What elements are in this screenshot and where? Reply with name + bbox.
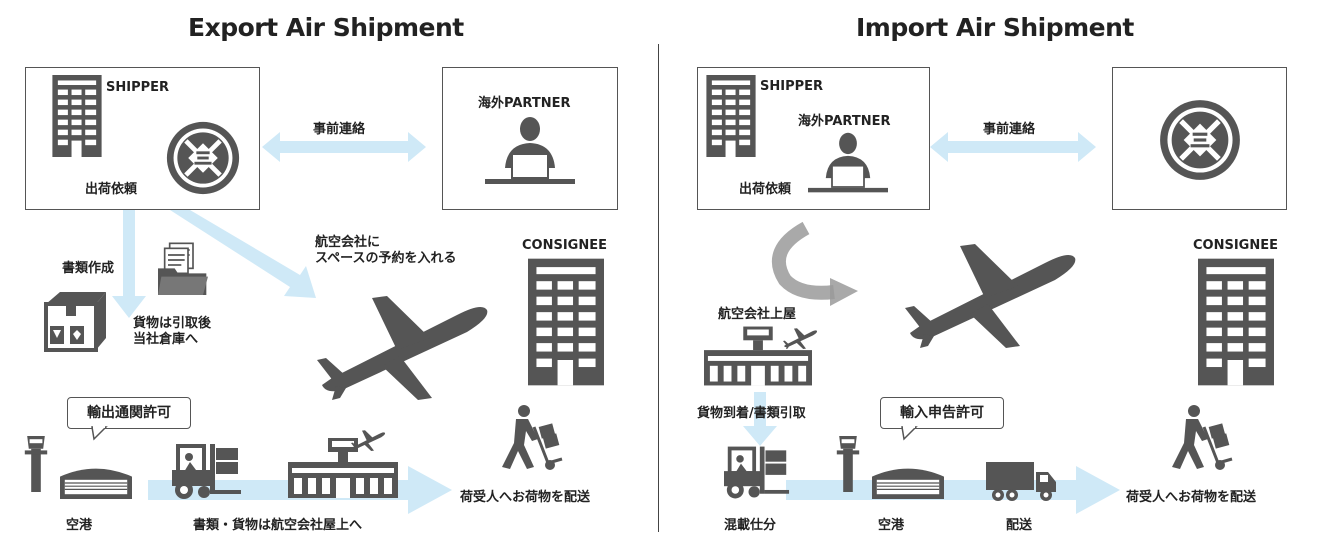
import-callout-tail: [901, 426, 918, 441]
export-docs-cargo: 書類・貨物は航空会社屋上へ: [193, 518, 363, 533]
import-title: Import Air Shipment: [856, 13, 1134, 42]
export-consignee-label: CONSIGNEE: [522, 238, 607, 253]
export-customs-callout: 輸出通関許可: [67, 397, 191, 429]
export-partner-label: 海外PARTNER: [478, 96, 571, 111]
export-documents: 書類作成: [62, 261, 115, 276]
import-arrival-docs: 貨物到着/書類引取: [697, 406, 806, 421]
import-person-at-desk-icon: [808, 131, 888, 194]
import-forklift-icon: [724, 446, 790, 500]
import-company-logo-icon: [1158, 98, 1242, 182]
export-advance-contact: 事前連絡: [313, 122, 366, 137]
import-partner-label: 海外PARTNER: [798, 114, 891, 129]
export-order-request: 出荷依頼: [85, 182, 138, 197]
callout-tail: [91, 426, 108, 441]
export-shipper-label: SHIPPER: [106, 80, 170, 95]
import-airplane-icon: [905, 244, 1076, 348]
import-consignee-building-icon: [1198, 258, 1274, 386]
export-double-arrow: [262, 132, 426, 162]
import-delivery-man-icon: [1170, 405, 1234, 471]
import-shipper-label: SHIPPER: [760, 79, 824, 94]
import-delivery-label: 配送: [1006, 518, 1033, 533]
export-title: Export Air Shipment: [188, 13, 464, 42]
to-plane-arrow: [170, 210, 316, 298]
import-down-arrow: [743, 392, 777, 446]
import-consolidation-label: 混載仕分: [724, 518, 777, 533]
import-customs-callout: 輸入申告許可: [880, 397, 1004, 429]
import-building-icon: [706, 75, 756, 157]
import-hangar-icon: [871, 467, 945, 499]
import-order-request: 出荷依頼: [739, 182, 792, 197]
import-consignee-label: CONSIGNEE: [1193, 238, 1278, 253]
export-pickup: 貨物は引取後 当社倉庫へ: [133, 316, 212, 347]
export-deliver-label: 荷受人へお荷物を配送: [460, 490, 591, 505]
import-terminal-icon: [704, 326, 812, 386]
curved-gray-arrow: [771, 221, 835, 300]
down-arrow: [112, 210, 146, 318]
import-advance-contact: 事前連絡: [983, 122, 1036, 137]
divider: [658, 44, 659, 532]
export-airport-label: 空港: [66, 518, 93, 533]
import-double-arrow: [930, 132, 1096, 162]
import-deliver-label: 荷受人へお荷物を配送: [1126, 490, 1257, 505]
truck-icon: [986, 462, 1056, 501]
import-airline-warehouse: 航空会社上屋: [718, 307, 797, 322]
export-book-airline: 航空会社に スペースの予約を入れる: [315, 235, 457, 266]
import-airport-label: 空港: [878, 518, 905, 533]
